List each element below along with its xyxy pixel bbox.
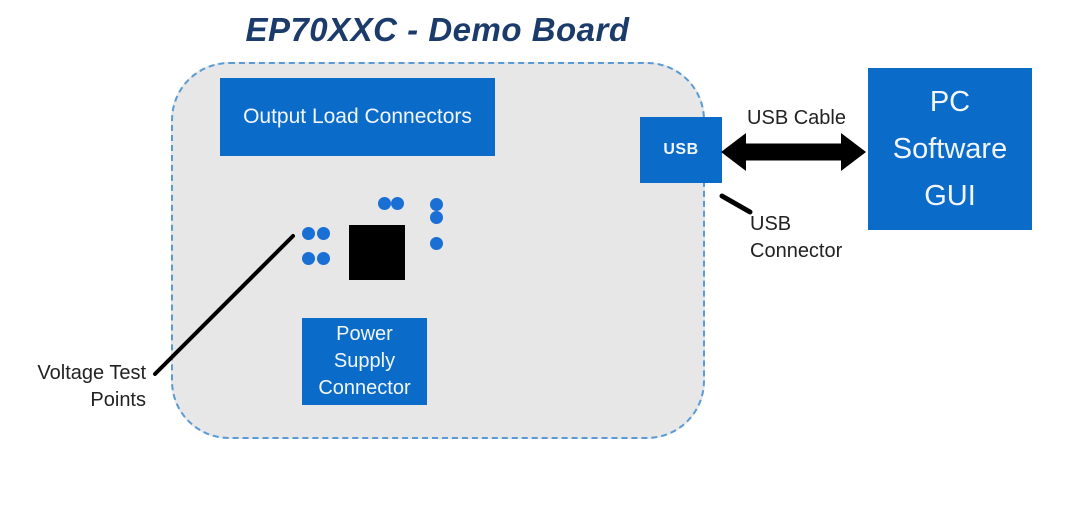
usb-cable-label: USB Cable xyxy=(747,107,846,129)
diagram-title: EP70XXC - Demo Board xyxy=(245,11,630,48)
ic-chip-square xyxy=(349,225,405,280)
pc-gui-label-line: PC xyxy=(929,85,971,118)
usb-port-box: USB xyxy=(640,117,722,183)
voltage-test-points-label-line: Points xyxy=(90,389,146,411)
test-point-dot xyxy=(391,197,404,210)
test-point-dot xyxy=(430,198,443,211)
test-point-dot xyxy=(302,252,315,265)
voltage-test-points-label-line: Voltage Test xyxy=(37,362,146,384)
usb-connector-label-line: USB xyxy=(750,213,792,235)
pc-gui-label-line: Software xyxy=(892,132,1008,165)
test-point-dot xyxy=(317,252,330,265)
voltage-test-points-label: Voltage Test Points xyxy=(28,360,146,414)
power-supply-connector-box: Power Supply Connector xyxy=(302,318,427,405)
usb-connector-label: USB Connector xyxy=(750,211,842,265)
power-supply-label-line: Supply xyxy=(333,350,396,372)
pc-gui-label-line: GUI xyxy=(924,179,976,212)
output-load-connectors-box: Output Load Connectors xyxy=(220,78,495,156)
usb-port-label: USB xyxy=(663,141,699,158)
test-point-dot xyxy=(302,227,315,240)
test-point-dot xyxy=(430,211,443,224)
test-point-dot xyxy=(430,237,443,250)
power-supply-label-line: Power xyxy=(336,323,393,345)
usb-connector-label-line: Connector xyxy=(750,240,843,262)
usb-cable-double-arrow xyxy=(721,133,866,171)
power-supply-label-line: Connector xyxy=(318,377,411,399)
test-point-dot xyxy=(317,227,330,240)
test-point-dot xyxy=(378,197,391,210)
pc-software-gui-box: PC Software GUI xyxy=(868,68,1032,230)
output-load-connectors-label: Output Load Connectors xyxy=(243,105,472,128)
usb-connector-pointer-line xyxy=(719,193,753,215)
